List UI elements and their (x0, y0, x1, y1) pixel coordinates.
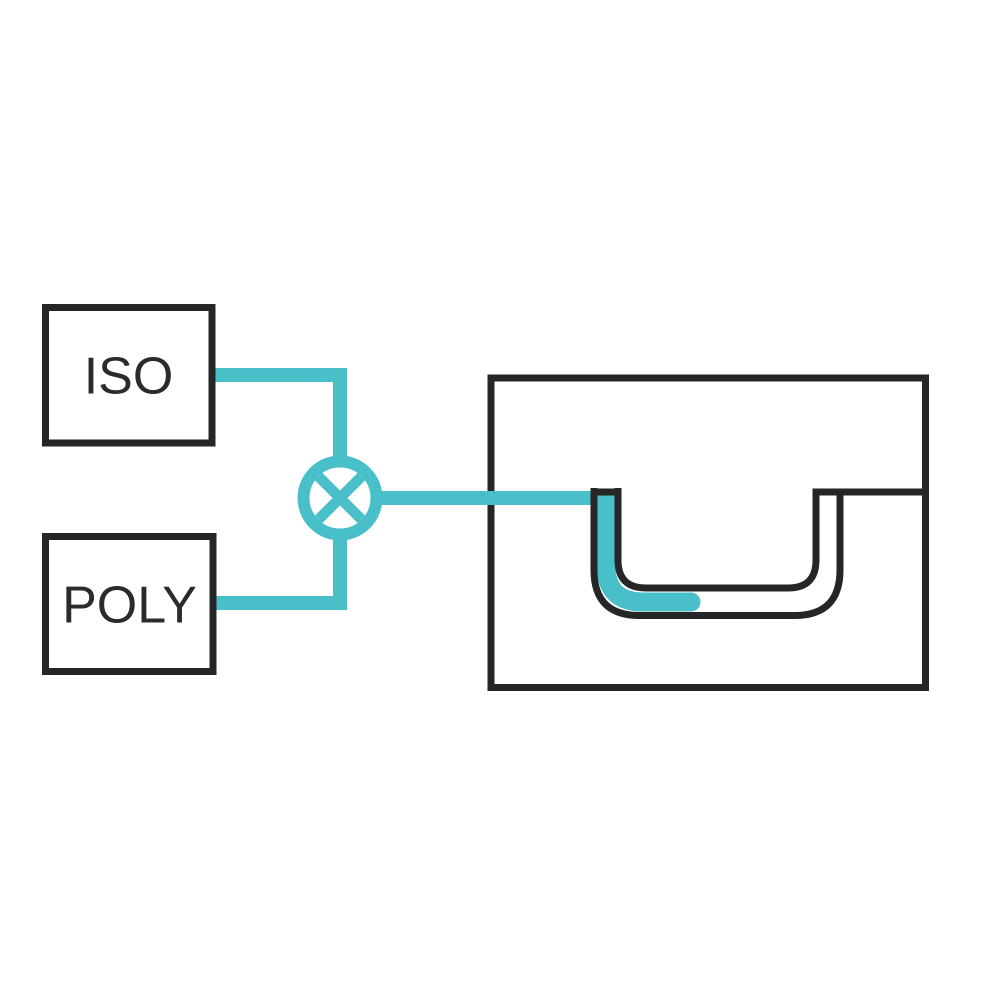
poly-box-outline (42, 533, 217, 675)
mixing-valve-cross-stroke (314, 472, 366, 524)
poly-source-box: POLY (42, 533, 217, 675)
iso-box-outline (42, 304, 216, 447)
mold-block (487, 374, 929, 691)
resin-flow-front (681, 592, 701, 612)
resin-fill-stream (596, 489, 691, 612)
mold-cavity (590, 488, 929, 619)
poly-label: POLY (62, 577, 197, 635)
resin-fill (596, 489, 701, 612)
mixing-valve-icon (297, 455, 383, 541)
iso-label: ISO (84, 348, 174, 406)
iso-source-box: ISO (42, 304, 216, 447)
mold-cavity-inner-wall (614, 488, 820, 592)
mold-cavity-outer-wall (590, 488, 844, 619)
